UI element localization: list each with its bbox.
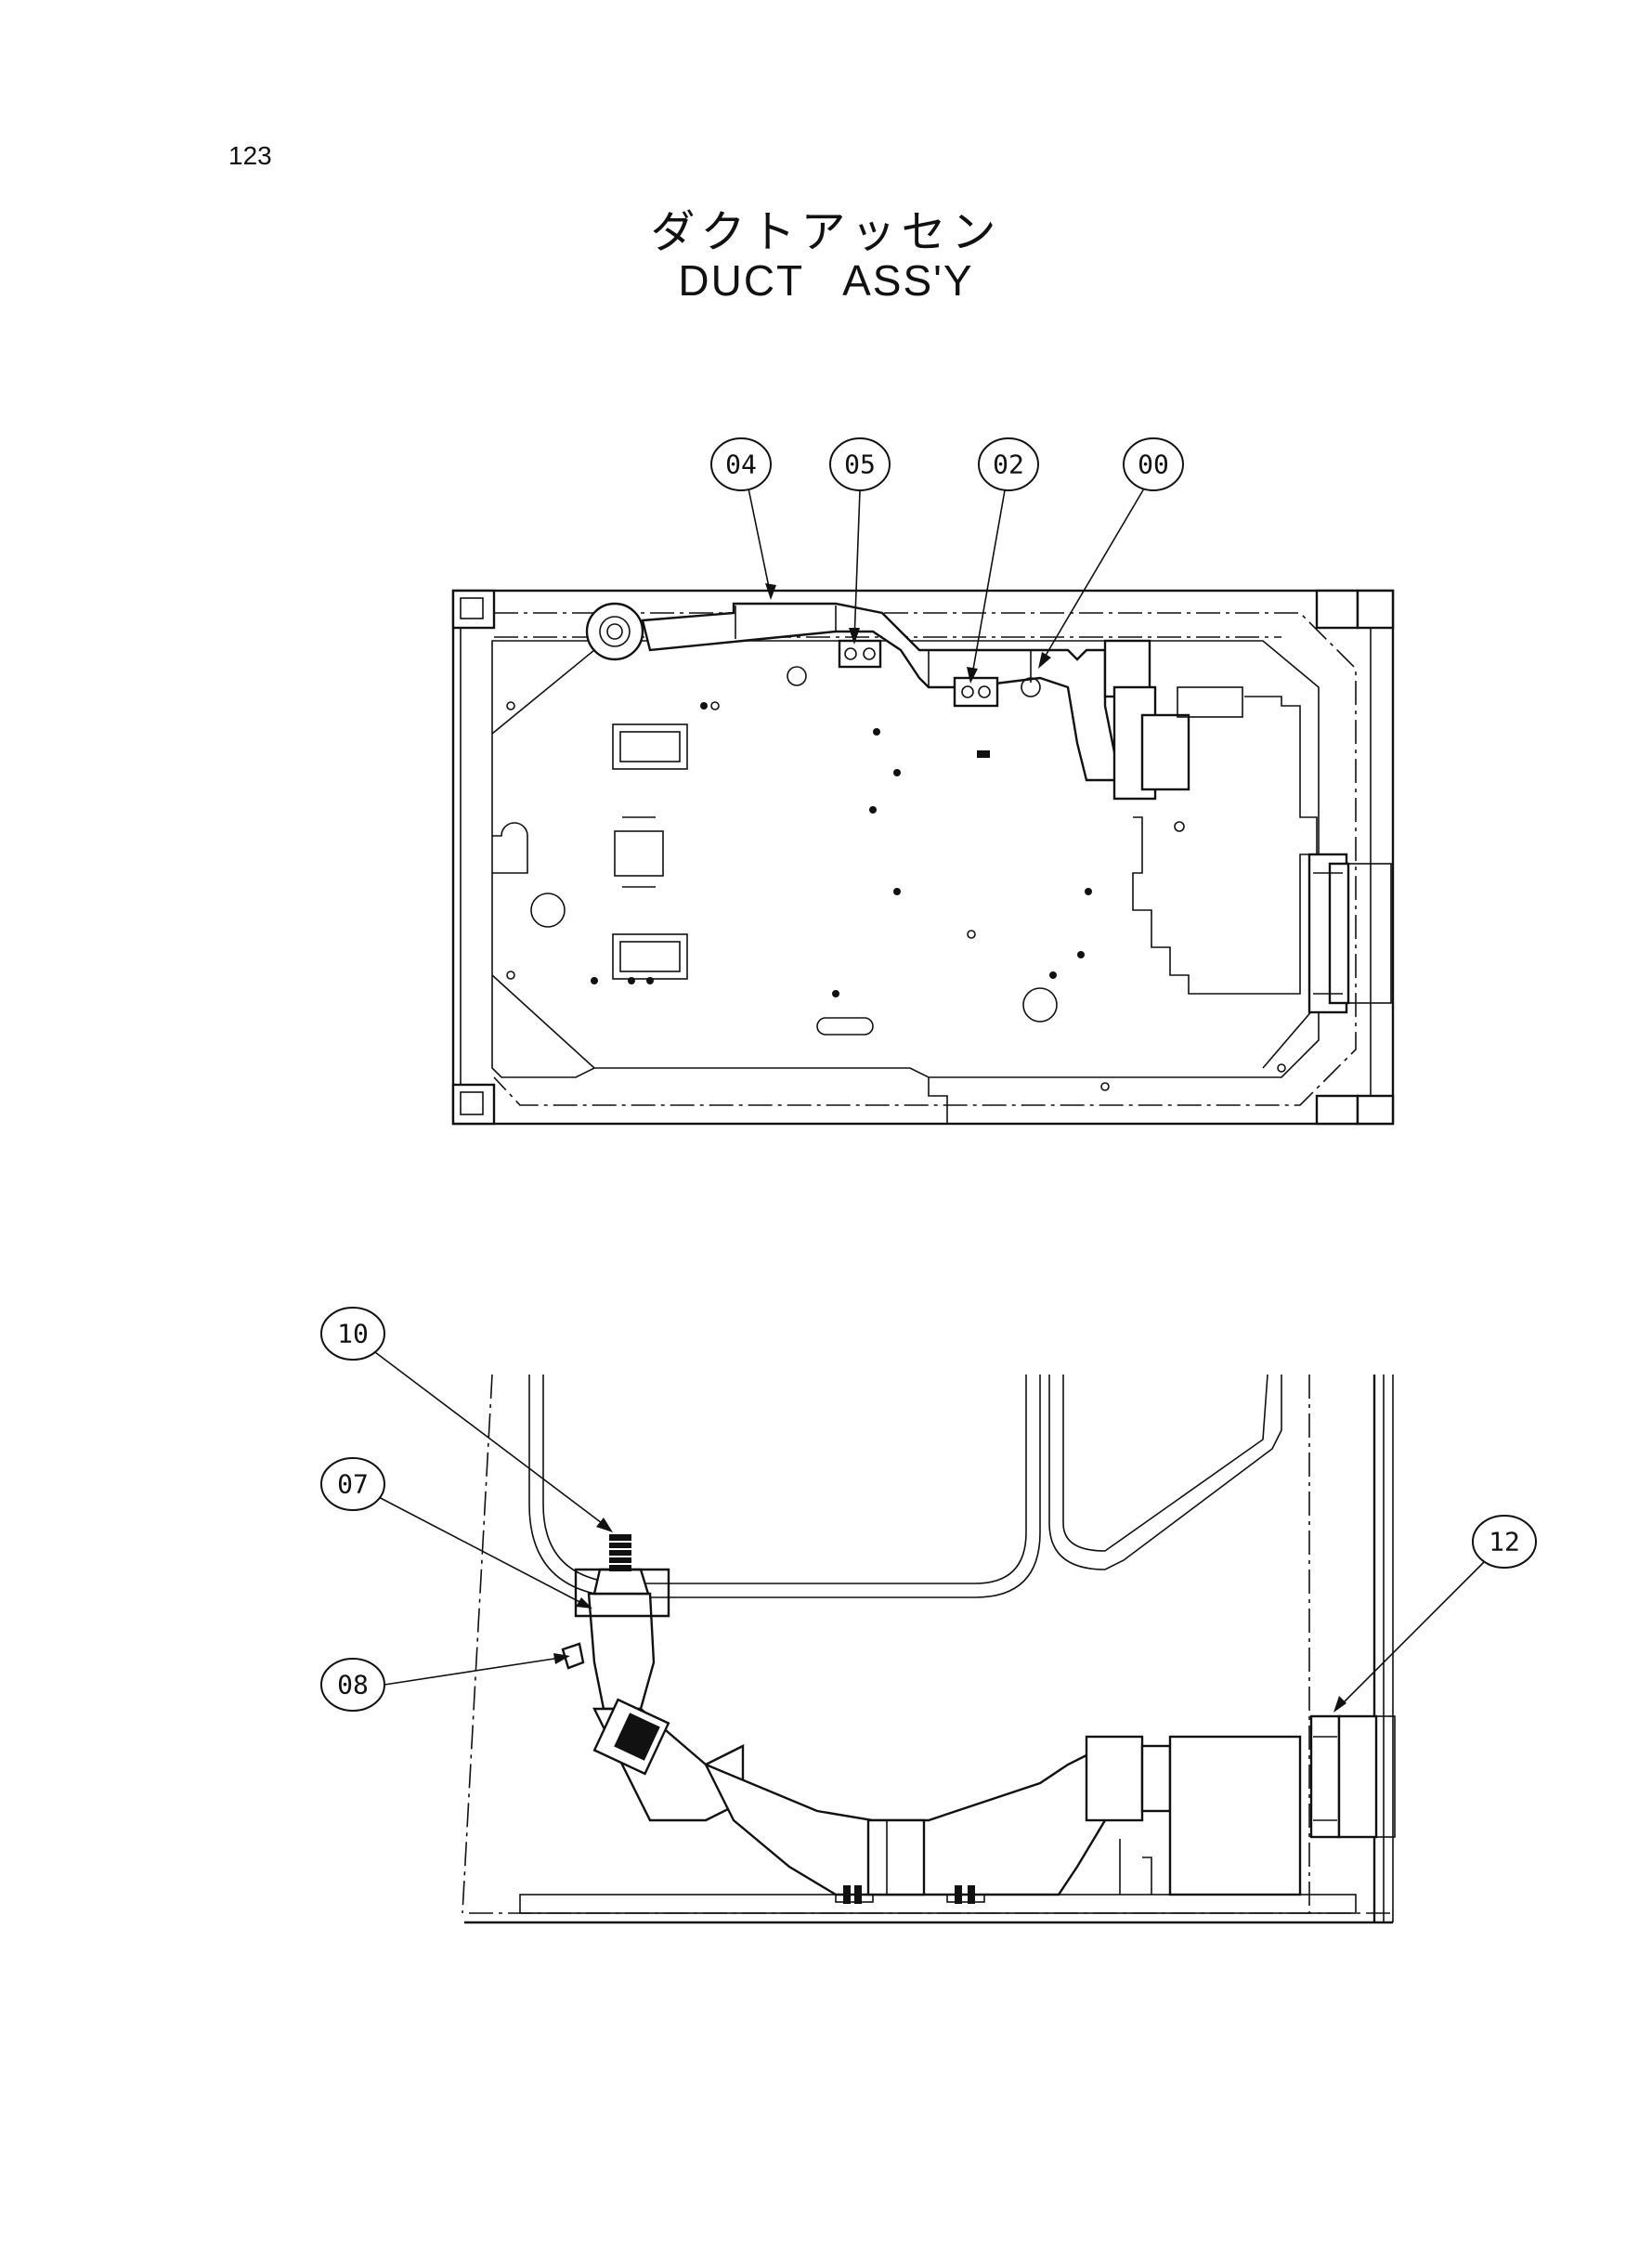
- callout-04: 04: [710, 437, 776, 600]
- callout-10: 10: [320, 1307, 613, 1532]
- callout-05-label: 05: [844, 449, 876, 480]
- callout-07: 07: [320, 1457, 592, 1609]
- bottom-view-duct-side: [462, 1374, 1396, 1924]
- callout-12-label: 12: [1489, 1527, 1520, 1557]
- callout-10-label: 10: [337, 1319, 369, 1349]
- title-english: DUCT ASS'Y: [678, 256, 974, 305]
- callout-05: 05: [829, 437, 891, 645]
- callout-00: 00: [1038, 437, 1184, 669]
- callout-08: 08: [320, 1653, 570, 1712]
- top-view-floor-plate: [451, 589, 1395, 1126]
- callout-02: 02: [967, 437, 1039, 684]
- callout-02-label: 02: [993, 449, 1024, 480]
- callout-08-label: 08: [337, 1670, 369, 1700]
- callout-07-label: 07: [337, 1469, 369, 1500]
- callout-04-label: 04: [725, 449, 757, 480]
- callout-12: 12: [1333, 1515, 1537, 1713]
- page-number: 123: [228, 141, 272, 170]
- title-japanese: ダクトアッセン: [650, 206, 1002, 258]
- callout-00-label: 00: [1138, 449, 1169, 480]
